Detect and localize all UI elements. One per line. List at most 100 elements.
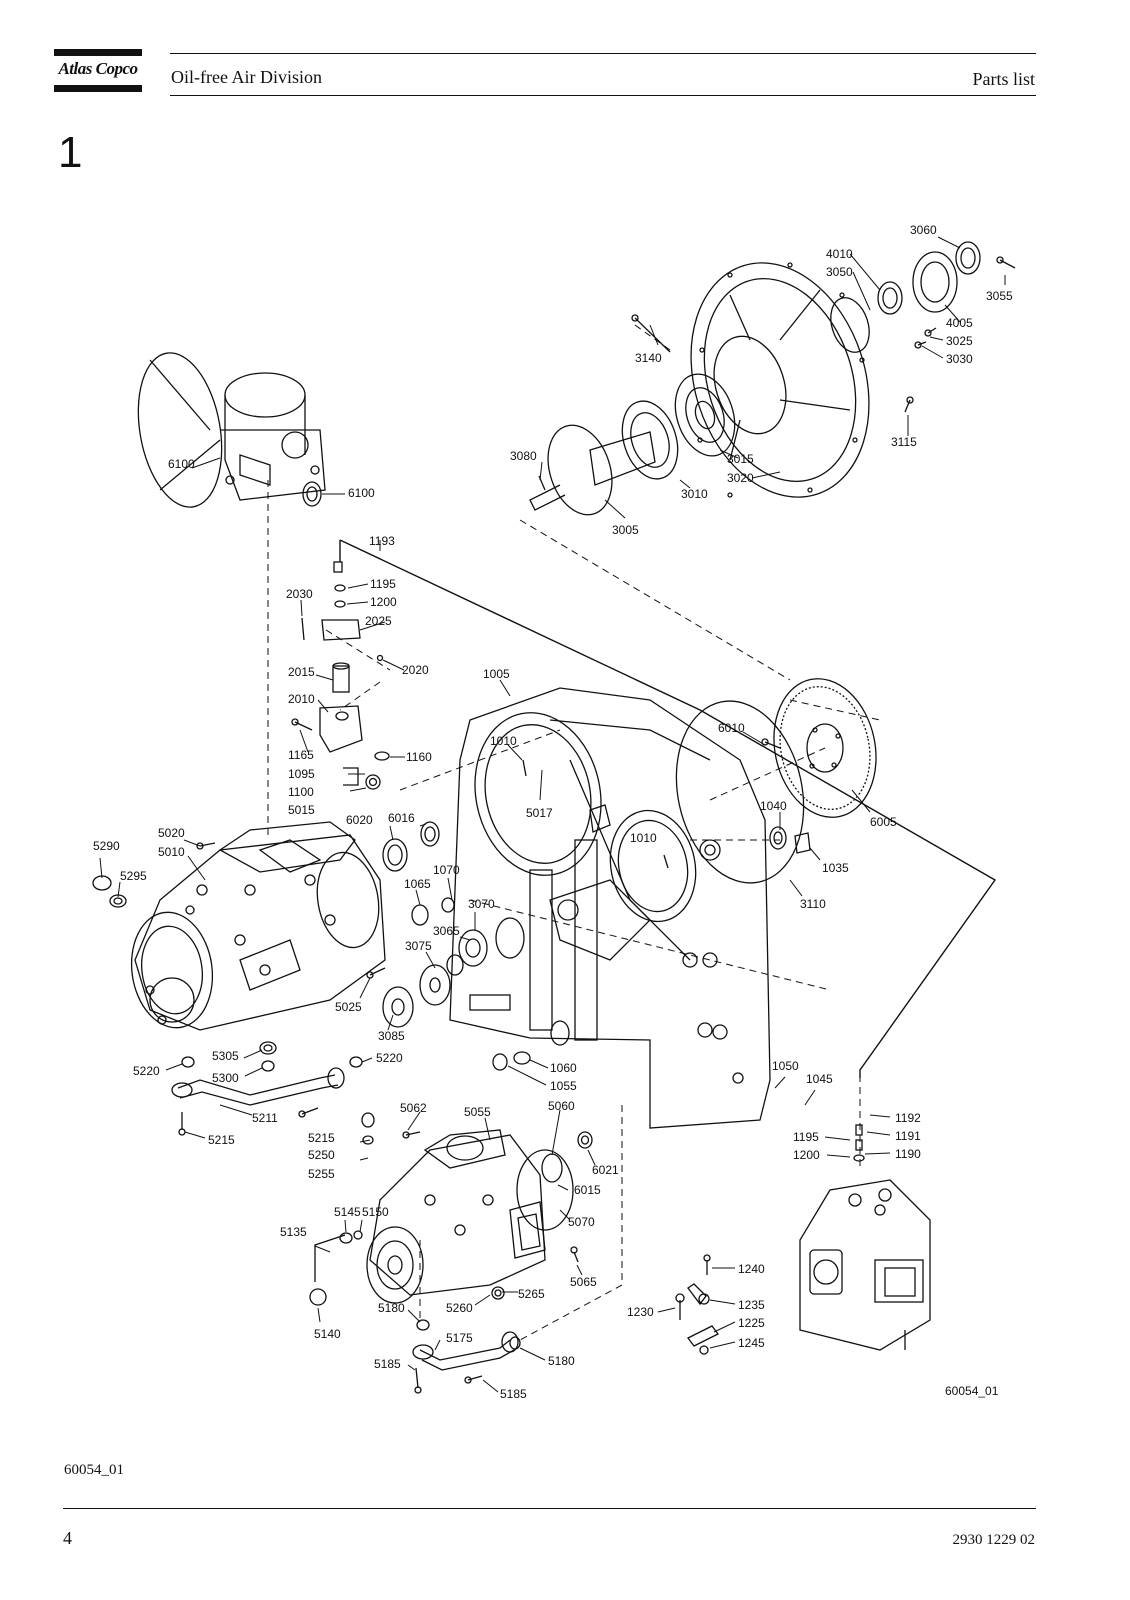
- callout-5060: 5060: [548, 1099, 575, 1113]
- callout-3085: 3085: [378, 1029, 405, 1043]
- callout-2025: 2025: [365, 614, 392, 628]
- callout-2010: 2010: [288, 692, 315, 706]
- callout-1065: 1065: [404, 877, 431, 891]
- callout-1200-a: 1200: [370, 595, 397, 609]
- logo-bottom-bar: [54, 85, 142, 92]
- callout-1195-b: 1195: [793, 1130, 819, 1144]
- callout-labels: 3060 4010 3050 3055 4005 3025 3030 3140 …: [93, 223, 1013, 1401]
- oil-filter-stack: [291, 561, 390, 790]
- bearing-cover-assembly: [529, 241, 1016, 516]
- clamp-assembly: [675, 1254, 719, 1355]
- oil-pipe-5175: [412, 1319, 521, 1394]
- rear-cover-and-gear: [675, 678, 877, 884]
- callout-5260: 5260: [446, 1301, 473, 1315]
- exploded-parts-diagram: 3060 4010 3050 3055 4005 3025 3030 3140 …: [92, 223, 1016, 1401]
- callout-5185-b: 5185: [500, 1387, 527, 1401]
- callout-5300: 5300: [212, 1071, 239, 1085]
- figure-reference: 60054_01: [64, 1462, 124, 1478]
- callout-5062: 5062: [400, 1101, 427, 1115]
- callout-6015: 6015: [574, 1183, 601, 1197]
- callout-5250: 5250: [308, 1148, 335, 1162]
- drive-gears: [366, 821, 570, 1071]
- callout-5135: 5135: [280, 1225, 307, 1239]
- callout-3055: 3055: [986, 289, 1013, 303]
- callout-5055: 5055: [464, 1105, 491, 1119]
- callout-6016: 6016: [388, 811, 415, 825]
- callout-5175: 5175: [446, 1331, 473, 1345]
- callout-6010: 6010: [718, 721, 745, 735]
- callout-2030: 2030: [286, 587, 313, 601]
- callout-3110: 3110: [800, 897, 826, 911]
- document-type: Parts list: [972, 69, 1035, 89]
- callout-1235: 1235: [738, 1298, 765, 1312]
- callout-3115: 3115: [891, 435, 917, 449]
- callout-3065: 3065: [433, 924, 460, 938]
- callout-5020: 5020: [158, 826, 185, 840]
- callout-6005: 6005: [870, 815, 897, 829]
- callout-6021: 6021: [592, 1163, 619, 1177]
- callout-5140: 5140: [314, 1327, 341, 1341]
- callout-1190: 1190: [895, 1147, 921, 1161]
- brand-logo: Atlas Copco: [54, 49, 142, 93]
- callout-3015: 3015: [727, 452, 754, 466]
- callout-5265: 5265: [518, 1287, 545, 1301]
- callout-1225: 1225: [738, 1316, 765, 1330]
- document-number: 2930 1229 02: [952, 1532, 1036, 1548]
- section-number: 1: [58, 128, 83, 177]
- callout-1245: 1245: [738, 1336, 765, 1350]
- callout-4010: 4010: [826, 247, 853, 261]
- callout-5010: 5010: [158, 845, 185, 859]
- callout-6100-b: 6100: [348, 486, 375, 500]
- callout-3140: 3140: [635, 351, 662, 365]
- callout-5070: 5070: [568, 1215, 595, 1229]
- callout-3020: 3020: [727, 471, 754, 485]
- callout-1045: 1045: [806, 1072, 833, 1086]
- callout-1060: 1060: [550, 1061, 577, 1075]
- callout-1070: 1070: [433, 863, 460, 877]
- brand-name: Atlas Copco: [58, 59, 138, 78]
- callout-3080: 3080: [510, 449, 537, 463]
- callout-5015: 5015: [288, 803, 315, 817]
- page-number: 4: [63, 1528, 72, 1548]
- callout-5185-a: 5185: [374, 1357, 401, 1371]
- callout-1193: 1193: [369, 534, 395, 548]
- callout-3010: 3010: [681, 487, 708, 501]
- callout-3050: 3050: [826, 265, 853, 279]
- gear-casing: [449, 687, 771, 1129]
- callout-4005: 4005: [946, 316, 973, 330]
- inlet-housing: [137, 352, 326, 508]
- callout-5295: 5295: [120, 869, 147, 883]
- callout-1191: 1191: [895, 1129, 921, 1143]
- callout-3060: 3060: [910, 223, 937, 237]
- callout-1195-a: 1195: [370, 577, 396, 591]
- compressor-element: [92, 821, 386, 1072]
- callout-5211: 5211: [252, 1111, 278, 1125]
- lower-compressor-element: [309, 1112, 593, 1306]
- callout-6020: 6020: [346, 813, 373, 827]
- callout-1240: 1240: [738, 1262, 765, 1276]
- callout-5215-a: 5215: [208, 1133, 235, 1147]
- callout-5145: 5145: [334, 1205, 361, 1219]
- callout-5290: 5290: [93, 839, 120, 853]
- outlet-housing: [799, 1124, 931, 1351]
- callout-1055: 1055: [550, 1079, 577, 1093]
- callout-1010-a: 1010: [490, 734, 517, 748]
- callout-1010-b: 1010: [630, 831, 657, 845]
- callout-5220-b: 5220: [376, 1051, 403, 1065]
- header-rule-top: [170, 53, 1036, 54]
- callout-5220-a: 5220: [133, 1064, 160, 1078]
- callout-5305: 5305: [212, 1049, 239, 1063]
- callout-2015: 2015: [288, 665, 315, 679]
- callout-1035: 1035: [822, 861, 849, 875]
- drawing-id-label: 60054_01: [945, 1384, 999, 1398]
- callout-1095: 1095: [288, 767, 315, 781]
- callout-5255: 5255: [308, 1167, 335, 1181]
- callout-3070: 3070: [468, 897, 495, 911]
- callout-3030: 3030: [946, 352, 973, 366]
- callout-1040: 1040: [760, 799, 787, 813]
- callout-1100: 1100: [288, 785, 314, 799]
- callout-lines: [99, 236, 1006, 1393]
- header-rule-bottom: [170, 95, 1036, 96]
- callout-5215-b: 5215: [308, 1131, 335, 1145]
- callout-1005: 1005: [483, 667, 510, 681]
